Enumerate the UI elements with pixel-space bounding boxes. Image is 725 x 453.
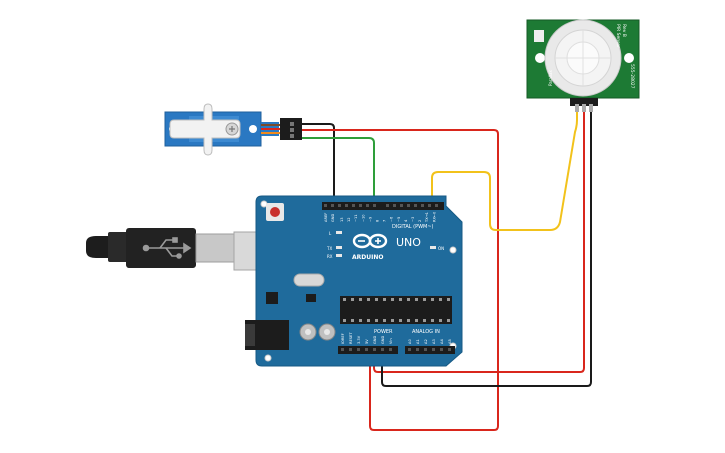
pin-label: GND (381, 336, 385, 344)
pin-label: ~6 (390, 216, 394, 222)
analog-label: ANALOG IN (412, 329, 440, 335)
pin-label: RESET (349, 332, 353, 344)
pin-label: 8 (376, 219, 380, 222)
usb-icon (142, 237, 192, 259)
analog-header[interactable] (405, 346, 455, 354)
usb-chip (266, 292, 278, 304)
pin-label: A3 (432, 339, 436, 344)
pin-label: ~11 (354, 214, 358, 222)
mounting-hole (264, 354, 272, 362)
pin-label: ~3 (411, 217, 415, 222)
wire-pir-vcc[interactable] (373, 107, 585, 373)
power-pin-labels: IOREF RESET 3.3V 5V GND GND Vin (341, 332, 393, 344)
mounting-hole (449, 246, 457, 254)
pin-label: TX→1 (425, 212, 429, 223)
on-label: ON (438, 246, 444, 251)
wire-servo-signal[interactable] (299, 137, 375, 209)
wire-servo-gnd[interactable] (299, 123, 335, 209)
pin-label: 4 (404, 219, 408, 222)
crystal-oscillator (293, 273, 325, 287)
servo-motor[interactable] (164, 103, 302, 156)
pin-label: GND (373, 336, 377, 344)
led-l (336, 231, 342, 234)
pin-label: 5V (365, 339, 369, 344)
board-model: UNO (396, 236, 421, 249)
led-rx (336, 254, 342, 257)
atmega-chip (340, 296, 452, 324)
pir-jumper (534, 30, 544, 42)
led-rx-label: RX (327, 254, 333, 259)
pin-label: A0 (408, 339, 412, 344)
led-tx (336, 246, 342, 249)
pir-lens (544, 19, 622, 97)
pin-label: 13 (340, 217, 344, 222)
servo-horn[interactable] (169, 103, 241, 156)
led-l-label: L (329, 231, 332, 236)
pin-label: A2 (424, 339, 428, 344)
pin-label: 2 (418, 220, 422, 222)
pin-label: 7 (383, 220, 387, 222)
regulator (306, 294, 316, 302)
pin-label: A4 (440, 339, 444, 344)
pin-label: ~10 (361, 214, 365, 222)
power-header[interactable] (338, 346, 398, 354)
pin-label: IOREF (341, 333, 345, 344)
mounting-hole (535, 53, 545, 63)
wire-pir-signal[interactable] (431, 107, 578, 231)
pin-label: 3.3V (357, 335, 361, 344)
digital-label: DIGITAL (PWM~) (392, 224, 434, 230)
led-on (430, 246, 436, 249)
analog-pin-labels: A0 A1 A2 A3 A4 A5 (408, 339, 452, 344)
arduino-logo-text: ARDUINO (352, 254, 383, 261)
gnd-label: GND (331, 214, 335, 222)
pin-label: RX←0 (432, 211, 436, 222)
aref-label: AREF (324, 213, 328, 222)
mounting-hole (624, 53, 634, 63)
pin-label: ~5 (397, 217, 401, 222)
wire-pir-gnd[interactable] (381, 107, 592, 387)
pir-title: PIR Sensor (615, 24, 621, 48)
pin-label: A1 (416, 339, 420, 344)
arduino-logo-icon (352, 233, 388, 249)
pir-side-label: Parallax (548, 70, 553, 86)
wire-servo-vcc[interactable] (299, 129, 499, 431)
led-tx-label: TX (326, 246, 332, 251)
pin-label: ~9 (368, 216, 372, 222)
wires (299, 107, 592, 431)
pir-sensor[interactable]: Parallax PIR Sensor Rev B 555-28027 (526, 19, 640, 112)
digital-header[interactable] (322, 202, 444, 210)
power-label: POWER (374, 329, 393, 335)
pir-part-number: 555-28027 (629, 64, 635, 89)
mounting-hole (249, 125, 257, 133)
pin-label: 12 (347, 217, 351, 222)
arduino-board[interactable]: DIGITAL (PWM~) AREF GND L TX RX UNO ARDU… (245, 195, 463, 367)
pin-label: A5 (448, 339, 452, 344)
pir-header[interactable] (570, 98, 598, 106)
pir-subtitle: Rev B (621, 24, 627, 37)
pin-label: Vin (389, 338, 393, 344)
